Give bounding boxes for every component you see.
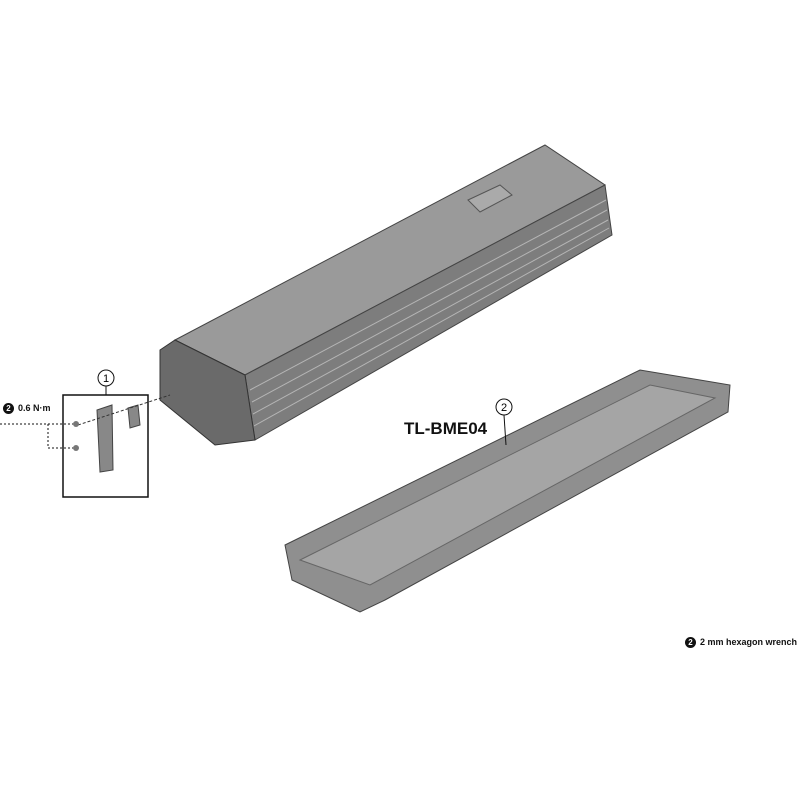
battery [159,144,613,446]
torque-spec: 2 0.6 N·m [3,403,51,415]
tool-legend-text: 2 mm hexagon wrench [700,637,798,647]
battery-latch [467,184,513,213]
callout-2-number: 2 [501,402,507,414]
hex-wrench-icon: 2 [685,637,696,649]
battery-tray [284,369,731,613]
mount-bracket-box [62,394,171,498]
callout-1-number: 1 [103,373,109,385]
tool-code-label: TL-BME04 [404,419,488,438]
tool-legend: 2 2 mm hexagon wrench [685,637,798,649]
hex-wrench-icon: 2 [3,403,14,415]
torque-value: 0.6 N·m [18,403,51,413]
